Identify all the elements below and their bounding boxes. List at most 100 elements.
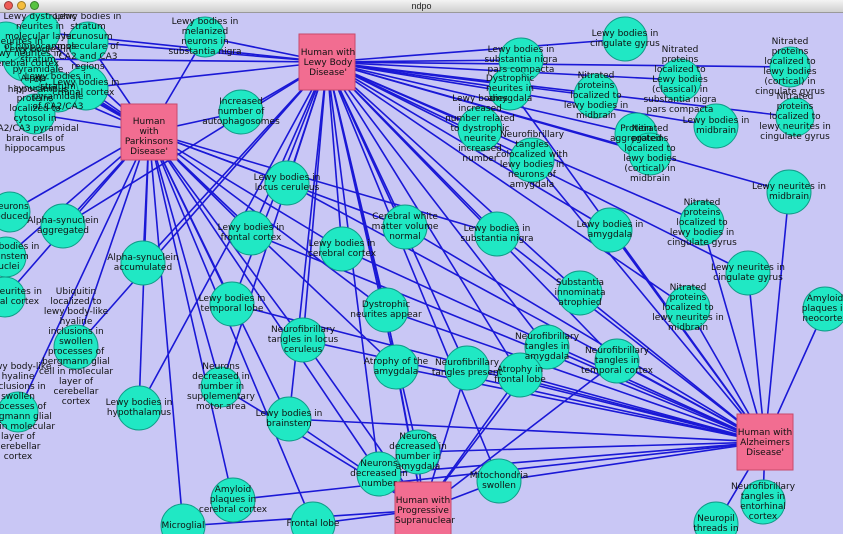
edge-lbd-n22 xyxy=(326,61,343,250)
phenotype-node[interactable] xyxy=(120,240,166,286)
phenotype-node[interactable] xyxy=(290,501,336,534)
phenotype-node[interactable] xyxy=(14,93,56,135)
edge-lbd-n17 xyxy=(62,61,328,227)
phenotype-node[interactable] xyxy=(382,204,428,250)
phenotype-node[interactable] xyxy=(557,270,603,316)
phenotype-node[interactable] xyxy=(693,103,739,149)
phenotype-node[interactable] xyxy=(218,89,264,135)
edge-lbd-n10 xyxy=(326,61,637,135)
phenotype-node[interactable] xyxy=(594,338,640,384)
edge-lbd-n32 xyxy=(326,61,548,348)
phenotype-node[interactable] xyxy=(67,21,109,63)
phenotype-node[interactable] xyxy=(200,366,242,408)
phenotype-node[interactable] xyxy=(740,479,786,525)
edge-lbd-n15 xyxy=(326,61,790,193)
phenotype-node[interactable] xyxy=(769,46,811,88)
edge-lbd-n42 xyxy=(326,61,500,482)
phenotype-node[interactable] xyxy=(228,210,274,256)
edge-pd-n37 xyxy=(148,131,222,388)
disease-node-psp[interactable] xyxy=(394,481,452,534)
title-bar: ndpo xyxy=(0,0,843,13)
edge-lbd-n3 xyxy=(326,38,626,63)
phenotype-node[interactable] xyxy=(725,250,771,296)
disease-node-ad[interactable] xyxy=(736,413,794,471)
phenotype-node[interactable] xyxy=(524,324,570,370)
phenotype-node[interactable] xyxy=(665,285,711,331)
phenotype-node[interactable] xyxy=(802,286,843,332)
edge-psp-n33 xyxy=(422,360,618,511)
window-title: ndpo xyxy=(411,1,432,11)
edge-pd-n44 xyxy=(148,131,234,501)
edge-pd-n59 xyxy=(17,131,150,413)
phenotype-node[interactable] xyxy=(53,324,99,370)
edge-ad-n15 xyxy=(764,191,790,443)
phenotype-node[interactable] xyxy=(0,276,26,318)
phenotype-node[interactable] xyxy=(497,352,543,398)
phenotype-node[interactable] xyxy=(476,458,522,504)
phenotype-node[interactable] xyxy=(0,391,39,433)
graph-canvas[interactable]: Lewy bodies in substantia nigra pars com… xyxy=(0,12,843,534)
edge-pd-n39 xyxy=(148,131,290,420)
close-button[interactable] xyxy=(4,1,13,10)
phenotype-node[interactable] xyxy=(210,477,256,523)
phenotype-node[interactable] xyxy=(587,207,633,253)
edge-lbd-n30 xyxy=(75,61,328,348)
phenotype-node[interactable] xyxy=(280,317,326,363)
edge-lbd-n37 xyxy=(220,61,328,388)
edge-lbd-n49 xyxy=(85,61,328,89)
phenotype-node[interactable] xyxy=(457,106,503,152)
minimize-button[interactable] xyxy=(17,1,26,10)
edge-lbd-n25 xyxy=(326,61,581,294)
phenotype-node[interactable] xyxy=(266,396,312,442)
edge-ad-n19 xyxy=(404,226,766,443)
phenotype-node[interactable] xyxy=(116,385,162,431)
node-layer xyxy=(0,12,843,534)
phenotype-node[interactable] xyxy=(509,137,555,183)
phenotype-node[interactable] xyxy=(160,503,206,534)
phenotype-node[interactable] xyxy=(693,501,739,534)
disease-node-pd[interactable] xyxy=(120,103,178,161)
phenotype-node[interactable] xyxy=(40,203,86,249)
phenotype-node[interactable] xyxy=(488,67,532,111)
edge-ad-n16 xyxy=(701,222,766,443)
phenotype-node[interactable] xyxy=(766,169,812,215)
phenotype-node[interactable] xyxy=(658,58,702,102)
phenotype-node[interactable] xyxy=(474,211,520,257)
phenotype-node[interactable] xyxy=(184,16,226,58)
phenotype-node[interactable] xyxy=(628,132,672,176)
edge-psp-n29 xyxy=(385,309,424,511)
phenotype-node[interactable] xyxy=(775,97,815,137)
disease-node-lbd[interactable] xyxy=(298,33,356,91)
phenotype-node[interactable] xyxy=(395,429,441,475)
edge-pd-n30 xyxy=(75,131,150,348)
phenotype-node[interactable] xyxy=(19,12,61,53)
edge-pd-n31 xyxy=(148,131,304,341)
edge-pd-n45 xyxy=(148,131,314,525)
phenotype-node[interactable] xyxy=(0,191,31,233)
phenotype-node[interactable] xyxy=(209,281,255,327)
phenotype-node[interactable] xyxy=(356,451,402,497)
phenotype-node[interactable] xyxy=(573,73,619,119)
edge-ad-n13 xyxy=(531,159,766,443)
zoom-button[interactable] xyxy=(30,1,39,10)
edge-pd-n41 xyxy=(148,131,380,475)
phenotype-node[interactable] xyxy=(319,226,365,272)
phenotype-node[interactable] xyxy=(373,344,419,390)
edge-pd-n20 xyxy=(148,131,498,235)
edge-lbd-n26 xyxy=(326,61,689,309)
phenotype-node[interactable] xyxy=(602,16,648,62)
edge-lbd-n31 xyxy=(302,61,328,341)
edge-pd-n34 xyxy=(148,131,397,368)
edge-lbd-n48 xyxy=(24,58,328,63)
edge-ad-n14 xyxy=(286,182,766,443)
phenotype-node[interactable] xyxy=(444,345,490,391)
edge-ad-n29 xyxy=(385,309,766,443)
phenotype-node[interactable] xyxy=(363,287,409,333)
network-graph[interactable] xyxy=(0,12,843,534)
edge-lbd-n23 xyxy=(142,61,328,264)
phenotype-node[interactable] xyxy=(264,160,310,206)
edge-ad-n2 xyxy=(509,88,766,443)
edge-ad-n20 xyxy=(496,233,766,443)
phenotype-node[interactable] xyxy=(679,200,725,246)
